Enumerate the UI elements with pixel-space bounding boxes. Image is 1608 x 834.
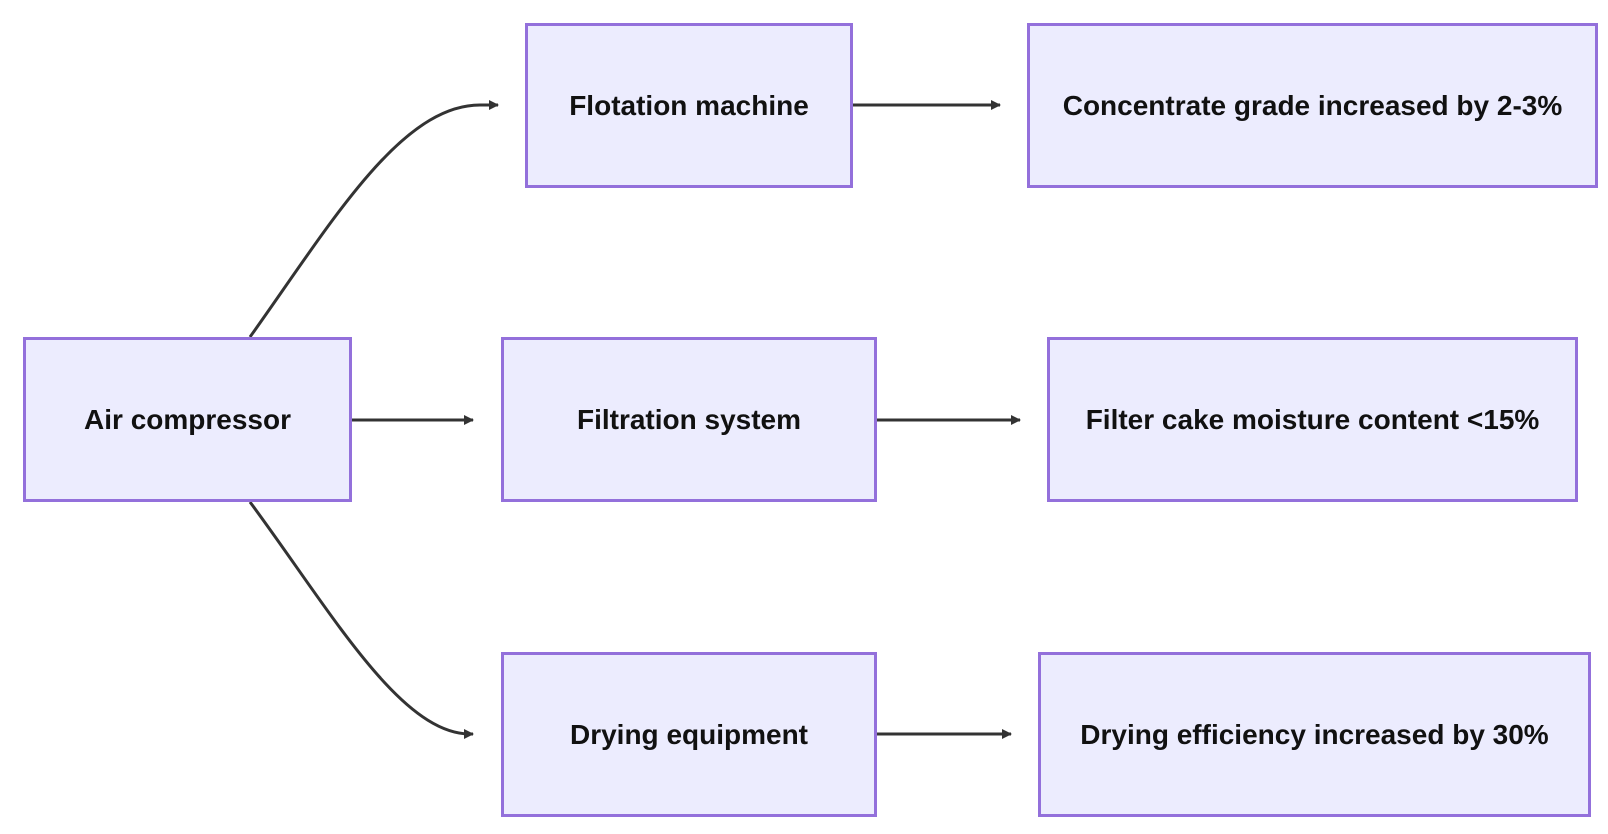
node-flotation-machine: Flotation machine — [525, 23, 853, 188]
edge-air-to-drying — [248, 501, 474, 739]
node-drying-equipment: Drying equipment — [501, 652, 877, 817]
node-drying-efficiency: Drying efficiency increased by 30% — [1038, 652, 1591, 817]
edge-air-to-flotation — [248, 100, 499, 338]
node-filtration-system: Filtration system — [501, 337, 877, 502]
node-concentrate-grade: Concentrate grade increased by 2-3% — [1027, 23, 1598, 188]
node-air-compressor: Air compressor — [23, 337, 352, 502]
node-filter-cake-moisture: Filter cake moisture content <15% — [1047, 337, 1578, 502]
